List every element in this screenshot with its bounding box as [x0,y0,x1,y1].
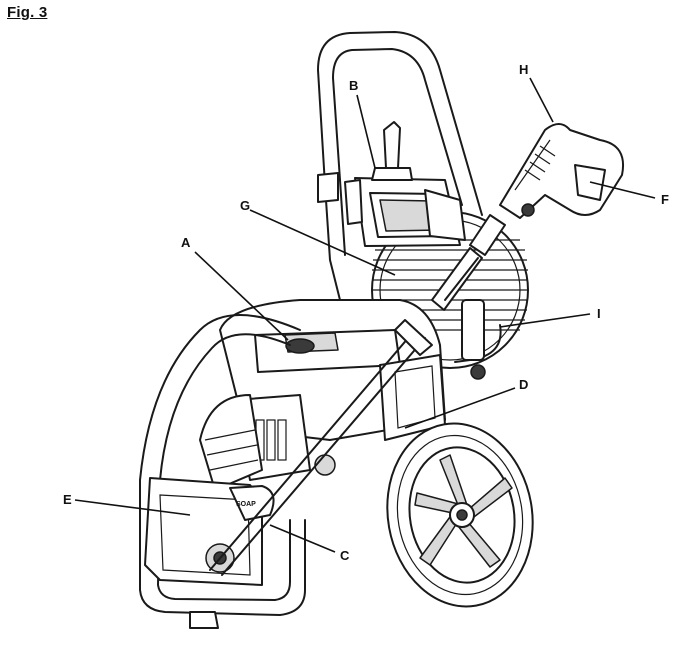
callout-a: A [181,235,191,250]
leader-b [356,94,376,169]
rear-left-wheel [199,394,263,491]
leader-i [499,313,591,328]
callout-b: B [349,78,358,93]
callout-g: G [240,198,250,213]
callout-i: I [597,306,601,321]
leader-lines [74,77,656,553]
right-wheel [386,422,534,608]
callout-h: H [519,62,528,77]
soap-decal-text: SOAP [236,501,256,508]
callout-f: F [661,192,669,207]
callout-d: D [519,377,528,392]
callout-e: E [63,492,72,507]
front-frame [139,314,306,629]
spray-wand [209,214,506,576]
leader-g [249,209,396,276]
spray-gun [499,123,624,219]
leader-a [194,251,289,341]
leader-d [404,387,516,429]
control-panel [344,121,466,247]
callout-labels: A B C D E F G H I [63,62,669,563]
leader-h [529,77,554,123]
callout-c: C [340,548,350,563]
leader-e [74,499,191,516]
handle-frame [317,31,483,301]
leader-c [269,524,336,553]
leader-f [589,181,656,199]
figure-title: Fig. 3 [7,4,48,21]
detergent-tank: SOAP [144,477,275,586]
